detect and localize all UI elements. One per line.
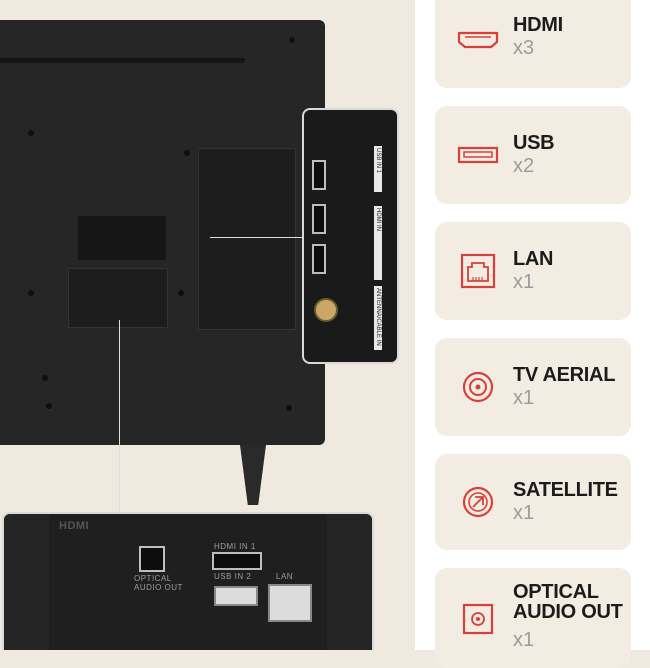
- tv-slot: [0, 58, 245, 63]
- screw: [46, 403, 52, 409]
- aerial-icon: [457, 366, 499, 408]
- lan-port: [268, 584, 312, 622]
- leader-line: [119, 320, 120, 514]
- port-card-tv-aerial: TV AERIAL x1: [435, 338, 631, 436]
- hdmi-in-label: HDMI IN 1: [214, 542, 256, 551]
- hdmi-port: [312, 204, 326, 234]
- port-count: x1: [513, 387, 535, 409]
- usb-port: [214, 586, 258, 606]
- hdmi-port: [312, 244, 326, 274]
- port-name: SATELLITE: [513, 479, 618, 501]
- side-hdmi-label: HDMI IN: [374, 206, 382, 280]
- optical-audio-icon: [457, 598, 499, 640]
- tv-rear-panel: [0, 20, 325, 445]
- screw: [28, 290, 34, 296]
- screw: [28, 130, 34, 136]
- port-card-satellite: SATELLITE x1: [435, 454, 631, 550]
- port-count: x1: [513, 271, 535, 293]
- port-count: x3: [513, 37, 535, 59]
- port-card-lan: LAN x1: [435, 222, 631, 320]
- hdmi-port: [212, 552, 262, 570]
- screw: [289, 37, 295, 43]
- usb-icon: [457, 134, 499, 176]
- hdmi-logo-text: HDMI: [59, 520, 90, 532]
- side-io-panel: [198, 148, 296, 330]
- screw: [42, 375, 48, 381]
- usb-port: [312, 160, 326, 190]
- screw: [178, 290, 184, 296]
- speaker-grill: [327, 514, 372, 650]
- lan-icon: [457, 250, 499, 292]
- optical-label: OPTICAL AUDIO OUT: [134, 574, 183, 592]
- tv-stand: [240, 445, 266, 505]
- screw: [286, 405, 292, 411]
- lan-label: LAN: [276, 572, 294, 581]
- port-count: x2: [513, 155, 535, 177]
- port-count: x1: [513, 502, 535, 524]
- port-name: TV AERIAL: [513, 364, 616, 386]
- rear-ports-zoom: HDMI OPTICAL AUDIO OUT HDMI IN 1 USB IN …: [2, 512, 374, 650]
- speaker-grill: [4, 514, 49, 650]
- side-antenna-label: ANTENNA/CABLE IN: [374, 286, 382, 350]
- screw: [184, 150, 190, 156]
- side-ports-zoom: USB IN 1 HDMI IN ANTENNA/CABLE IN: [302, 108, 399, 364]
- port-count: x1: [513, 629, 535, 651]
- usb-in-label: USB IN 2: [214, 572, 252, 581]
- rear-io-panel: [68, 268, 168, 328]
- port-card-optical: OPTICAL AUDIO OUT x1: [435, 568, 631, 668]
- port-name: HDMI: [513, 14, 563, 36]
- side-usb-label: USB IN 1: [374, 146, 382, 192]
- port-card-hdmi: HDMI x3: [435, 0, 631, 88]
- hdmi-icon: [457, 19, 499, 61]
- satellite-icon: [457, 481, 499, 523]
- optical-port: [139, 546, 165, 572]
- coax-port: [314, 298, 338, 322]
- port-name: OPTICAL AUDIO OUT: [513, 581, 623, 623]
- vent: [78, 216, 166, 260]
- port-card-usb: USB x2: [435, 106, 631, 204]
- port-name: USB: [513, 132, 555, 154]
- port-name: LAN: [513, 248, 554, 270]
- tv-rear-image: USB IN 1 HDMI IN ANTENNA/CABLE IN HDMI O…: [0, 20, 399, 650]
- leader-line: [210, 237, 303, 238]
- port-feature-list: HDMI x3 USB x2 LAN x1 TV AERIAL x1 SATEL…: [415, 0, 650, 668]
